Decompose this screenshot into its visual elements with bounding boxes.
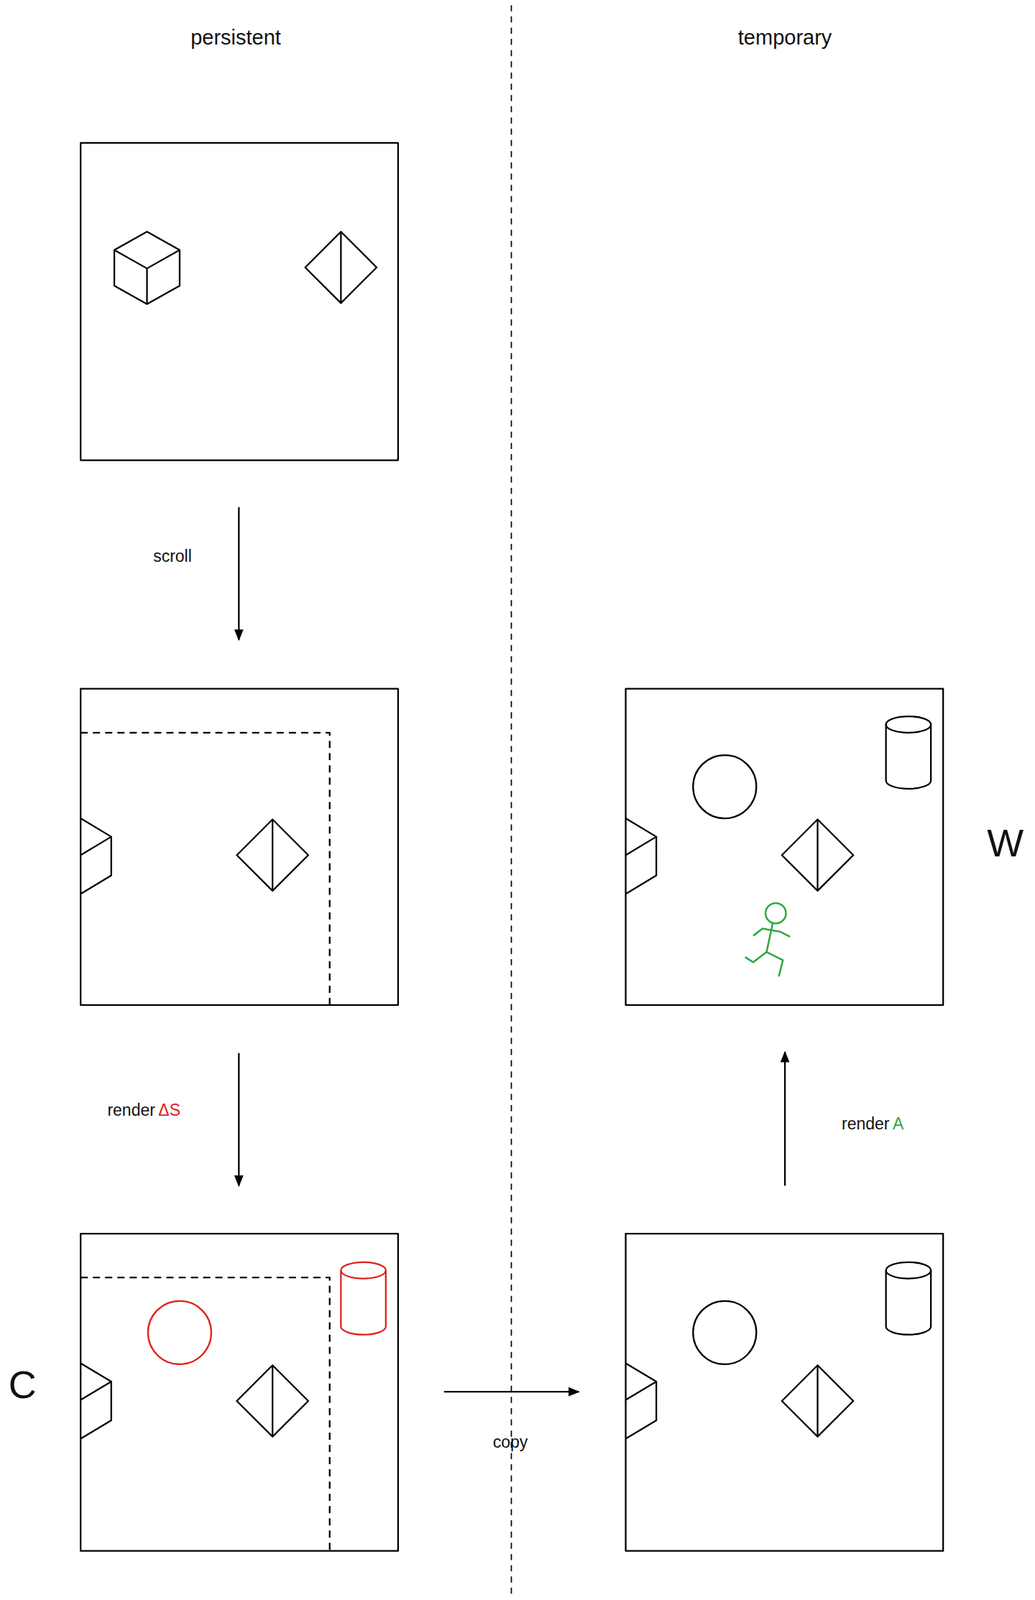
diamond-shape	[236, 819, 308, 891]
label-group: copy	[493, 1432, 529, 1452]
cylinder-shape	[886, 1262, 931, 1336]
cube-fragment	[80, 1363, 112, 1439]
label-group: temporary	[738, 25, 833, 50]
frame-panel	[80, 689, 399, 1006]
step-label: render	[841, 1114, 890, 1133]
step-symbol: ΔS	[158, 1101, 181, 1120]
label-group: C	[8, 1362, 37, 1408]
step-symbol: A	[892, 1114, 904, 1133]
running-figure	[745, 903, 790, 977]
column-heading: persistent	[190, 25, 282, 50]
cube-shape	[114, 231, 180, 305]
buffer-name: C	[8, 1362, 37, 1408]
step-label: copy	[493, 1432, 529, 1452]
diamond-shape	[782, 1365, 854, 1437]
step-label: render	[107, 1101, 155, 1120]
label-group: persistent	[190, 25, 282, 50]
frame-panel	[626, 1234, 944, 1552]
cylinder-shape	[340, 1262, 386, 1336]
buffer-name: W	[986, 820, 1024, 866]
scroll-arrow	[237, 507, 240, 641]
cylinder-shape	[886, 716, 931, 790]
cube-fragment	[626, 1363, 657, 1439]
render-arrow	[237, 1053, 240, 1187]
diamond-shape	[236, 1365, 308, 1437]
dirty-region-border	[80, 1277, 330, 1552]
frame-panel	[80, 1234, 399, 1552]
column-heading: temporary	[738, 25, 833, 50]
step-label: scroll	[153, 546, 192, 566]
label-group: renderA	[841, 1114, 904, 1133]
cube-fragment	[80, 818, 112, 895]
diamond-shape	[782, 819, 854, 891]
frame-panel	[80, 143, 399, 461]
render-arrow	[784, 1052, 786, 1186]
label-group: renderΔS	[107, 1101, 181, 1120]
circle-shape	[692, 1301, 757, 1365]
label-group: scroll	[153, 546, 192, 566]
diamond-shape	[305, 231, 377, 303]
circle-shape	[692, 755, 757, 819]
copy-arrow	[444, 1391, 579, 1393]
frame-panel	[626, 689, 944, 1006]
column-divider	[511, 5, 513, 1597]
dirty-region-border	[80, 733, 330, 1006]
label-group: W	[986, 820, 1024, 866]
circle-shape	[148, 1301, 212, 1365]
cube-fragment	[626, 818, 657, 895]
